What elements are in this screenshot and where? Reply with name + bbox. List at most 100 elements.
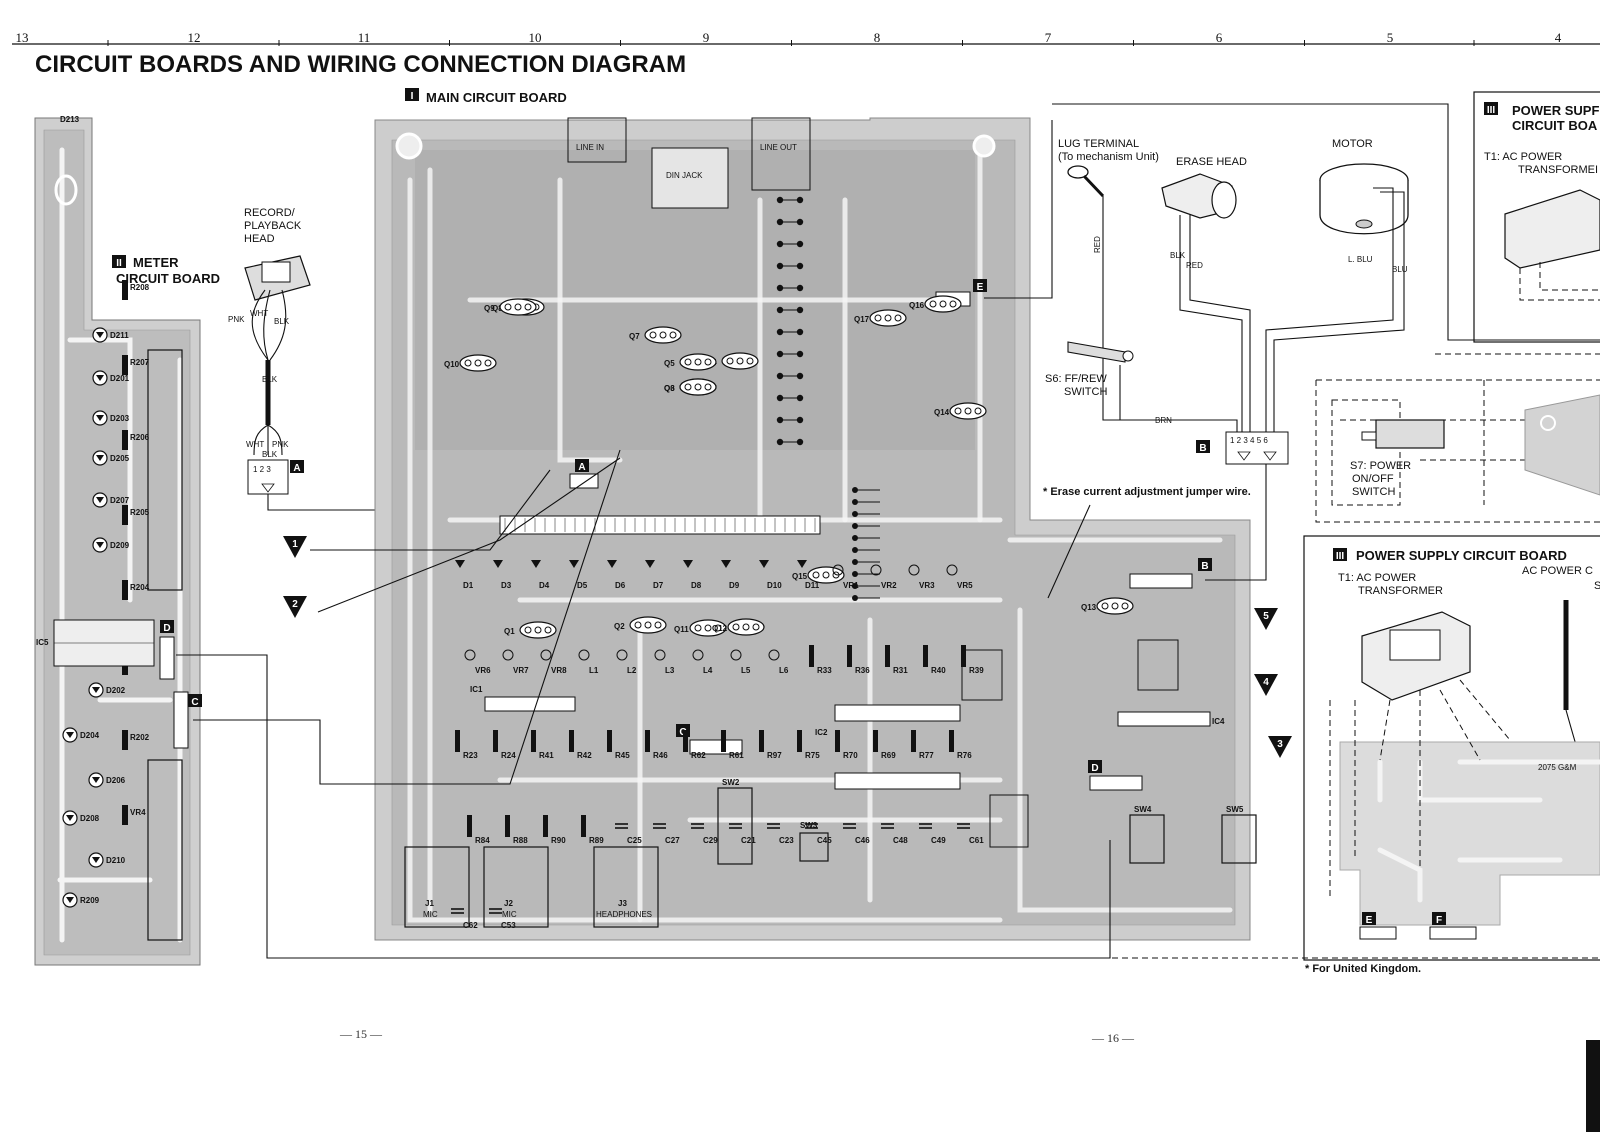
svg-text:Q13: Q13 bbox=[1081, 603, 1097, 612]
svg-text:L3: L3 bbox=[665, 666, 675, 675]
svg-text:4: 4 bbox=[1263, 677, 1269, 688]
component-d5: D5 bbox=[569, 560, 588, 590]
svg-text:IC4: IC4 bbox=[1212, 717, 1225, 726]
meter-part-label: D204 bbox=[80, 731, 100, 740]
component-d1: D1 bbox=[455, 560, 474, 590]
svg-text:C61: C61 bbox=[969, 836, 984, 845]
svg-text:Q3: Q3 bbox=[664, 384, 675, 393]
svg-text:T1: AC POWER: T1: AC POWER bbox=[1338, 572, 1416, 584]
meter-resistor-label: VR4 bbox=[130, 808, 146, 817]
svg-text:RECORD/: RECORD/ bbox=[244, 207, 296, 219]
grid-number-5: 5 bbox=[1387, 30, 1394, 45]
svg-text:Q6: Q6 bbox=[664, 384, 675, 393]
svg-text:R40: R40 bbox=[931, 666, 946, 675]
svg-text:3: 3 bbox=[1277, 739, 1283, 750]
svg-text:C25: C25 bbox=[627, 836, 642, 845]
svg-text:VR1: VR1 bbox=[843, 581, 859, 590]
component-r84: R84 bbox=[467, 815, 490, 845]
transistor-q1: Q1 bbox=[504, 621, 557, 639]
component-vr2: VR2 bbox=[870, 564, 897, 590]
svg-text:T1: AC POWER: T1: AC POWER bbox=[1484, 151, 1562, 163]
svg-text:C29: C29 bbox=[703, 836, 718, 845]
svg-text:C46: C46 bbox=[855, 836, 870, 845]
component-c23: C23 bbox=[767, 823, 794, 845]
component-c29: C29 bbox=[691, 823, 718, 845]
component-l2: L2 bbox=[616, 649, 637, 675]
svg-text:R70: R70 bbox=[843, 751, 858, 760]
svg-text:R84: R84 bbox=[475, 836, 490, 845]
svg-text:VR8: VR8 bbox=[551, 666, 567, 675]
component-d10: D10 bbox=[759, 560, 782, 590]
component-r76: R76 bbox=[949, 730, 972, 760]
svg-text:R41: R41 bbox=[539, 751, 554, 760]
svg-text:L5: L5 bbox=[741, 666, 751, 675]
svg-text:IC1: IC1 bbox=[470, 685, 483, 694]
component-r39: R39 bbox=[961, 645, 984, 675]
svg-text:B: B bbox=[1201, 561, 1208, 572]
main-label: MAIN CIRCUIT BOARD bbox=[426, 90, 567, 105]
transistor-q9: Q9 bbox=[484, 298, 537, 316]
component-l5: L5 bbox=[730, 649, 751, 675]
svg-text:R76: R76 bbox=[957, 751, 972, 760]
transistor-q12: Q12 bbox=[712, 618, 765, 636]
marker-4: 4 bbox=[1254, 674, 1278, 696]
component-r75: R75 bbox=[797, 730, 820, 760]
component-r33: R33 bbox=[809, 645, 832, 675]
svg-text:WHT: WHT bbox=[250, 309, 268, 318]
transistor-q15: Q15 bbox=[792, 566, 845, 584]
grid-number-12: 12 bbox=[188, 30, 201, 45]
component-r41: R41 bbox=[531, 730, 554, 760]
svg-text:R23: R23 bbox=[463, 751, 478, 760]
component-l3: L3 bbox=[654, 649, 675, 675]
meter-label-1: METER bbox=[133, 255, 179, 270]
svg-text:1: 1 bbox=[292, 539, 298, 550]
svg-text:D11: D11 bbox=[805, 581, 820, 590]
svg-text:C62: C62 bbox=[463, 921, 478, 930]
svg-text:R88: R88 bbox=[513, 836, 528, 845]
component-vr3: VR3 bbox=[908, 564, 935, 590]
erase-note: * Erase current adjustment jumper wire. bbox=[1043, 486, 1251, 498]
svg-text:L2: L2 bbox=[627, 666, 637, 675]
component-c45: C45 bbox=[805, 823, 832, 845]
svg-text:Q5: Q5 bbox=[664, 359, 675, 368]
transistor-q5: Q5 bbox=[664, 353, 717, 371]
component-d7: D7 bbox=[645, 560, 664, 590]
svg-text:L4: L4 bbox=[703, 666, 713, 675]
component-r31: R31 bbox=[885, 645, 908, 675]
svg-text:POWER SUPF: POWER SUPF bbox=[1512, 103, 1599, 118]
meter-resistor-label: R202 bbox=[130, 733, 150, 742]
meter-resistor-label: R205 bbox=[130, 508, 150, 517]
svg-text:C49: C49 bbox=[931, 836, 946, 845]
svg-text:R31: R31 bbox=[893, 666, 908, 675]
meter-resistor-label: R206 bbox=[130, 433, 150, 442]
svg-text:ON/OFF: ON/OFF bbox=[1352, 473, 1394, 485]
svg-text:2: 2 bbox=[292, 599, 298, 610]
meter-part-label: D201 bbox=[110, 374, 130, 383]
marker-3: 3 bbox=[1268, 736, 1292, 758]
component-vr7: VR7 bbox=[502, 649, 529, 675]
svg-text:R45: R45 bbox=[615, 751, 630, 760]
grid-number-6: 6 bbox=[1216, 30, 1223, 45]
uk-note: * For United Kingdom. bbox=[1305, 963, 1421, 975]
meter-part-label: D210 bbox=[106, 856, 126, 865]
component-r97: R97 bbox=[759, 730, 782, 760]
svg-text:VR2: VR2 bbox=[881, 581, 897, 590]
svg-text:C48: C48 bbox=[893, 836, 908, 845]
svg-text:I: I bbox=[411, 91, 414, 102]
component-d4: D4 bbox=[531, 560, 550, 590]
main-circuit-board: I MAIN CIRCUIT BOARD LINE IN LINE OUT DI… bbox=[374, 88, 1257, 941]
grid-number-13: 13 bbox=[16, 30, 29, 45]
svg-text:R46: R46 bbox=[653, 751, 668, 760]
component-vr6: VR6 bbox=[464, 649, 491, 675]
svg-text:L. BLU: L. BLU bbox=[1348, 255, 1373, 264]
svg-text:D9: D9 bbox=[729, 581, 740, 590]
svg-text:R97: R97 bbox=[767, 751, 782, 760]
svg-text:VR6: VR6 bbox=[475, 666, 491, 675]
svg-text:MOTOR: MOTOR bbox=[1332, 138, 1373, 150]
component-d9: D9 bbox=[721, 560, 740, 590]
svg-text:R61: R61 bbox=[729, 751, 744, 760]
svg-text:Q7: Q7 bbox=[629, 332, 640, 341]
svg-text:L1: L1 bbox=[589, 666, 599, 675]
svg-text:C23: C23 bbox=[779, 836, 794, 845]
